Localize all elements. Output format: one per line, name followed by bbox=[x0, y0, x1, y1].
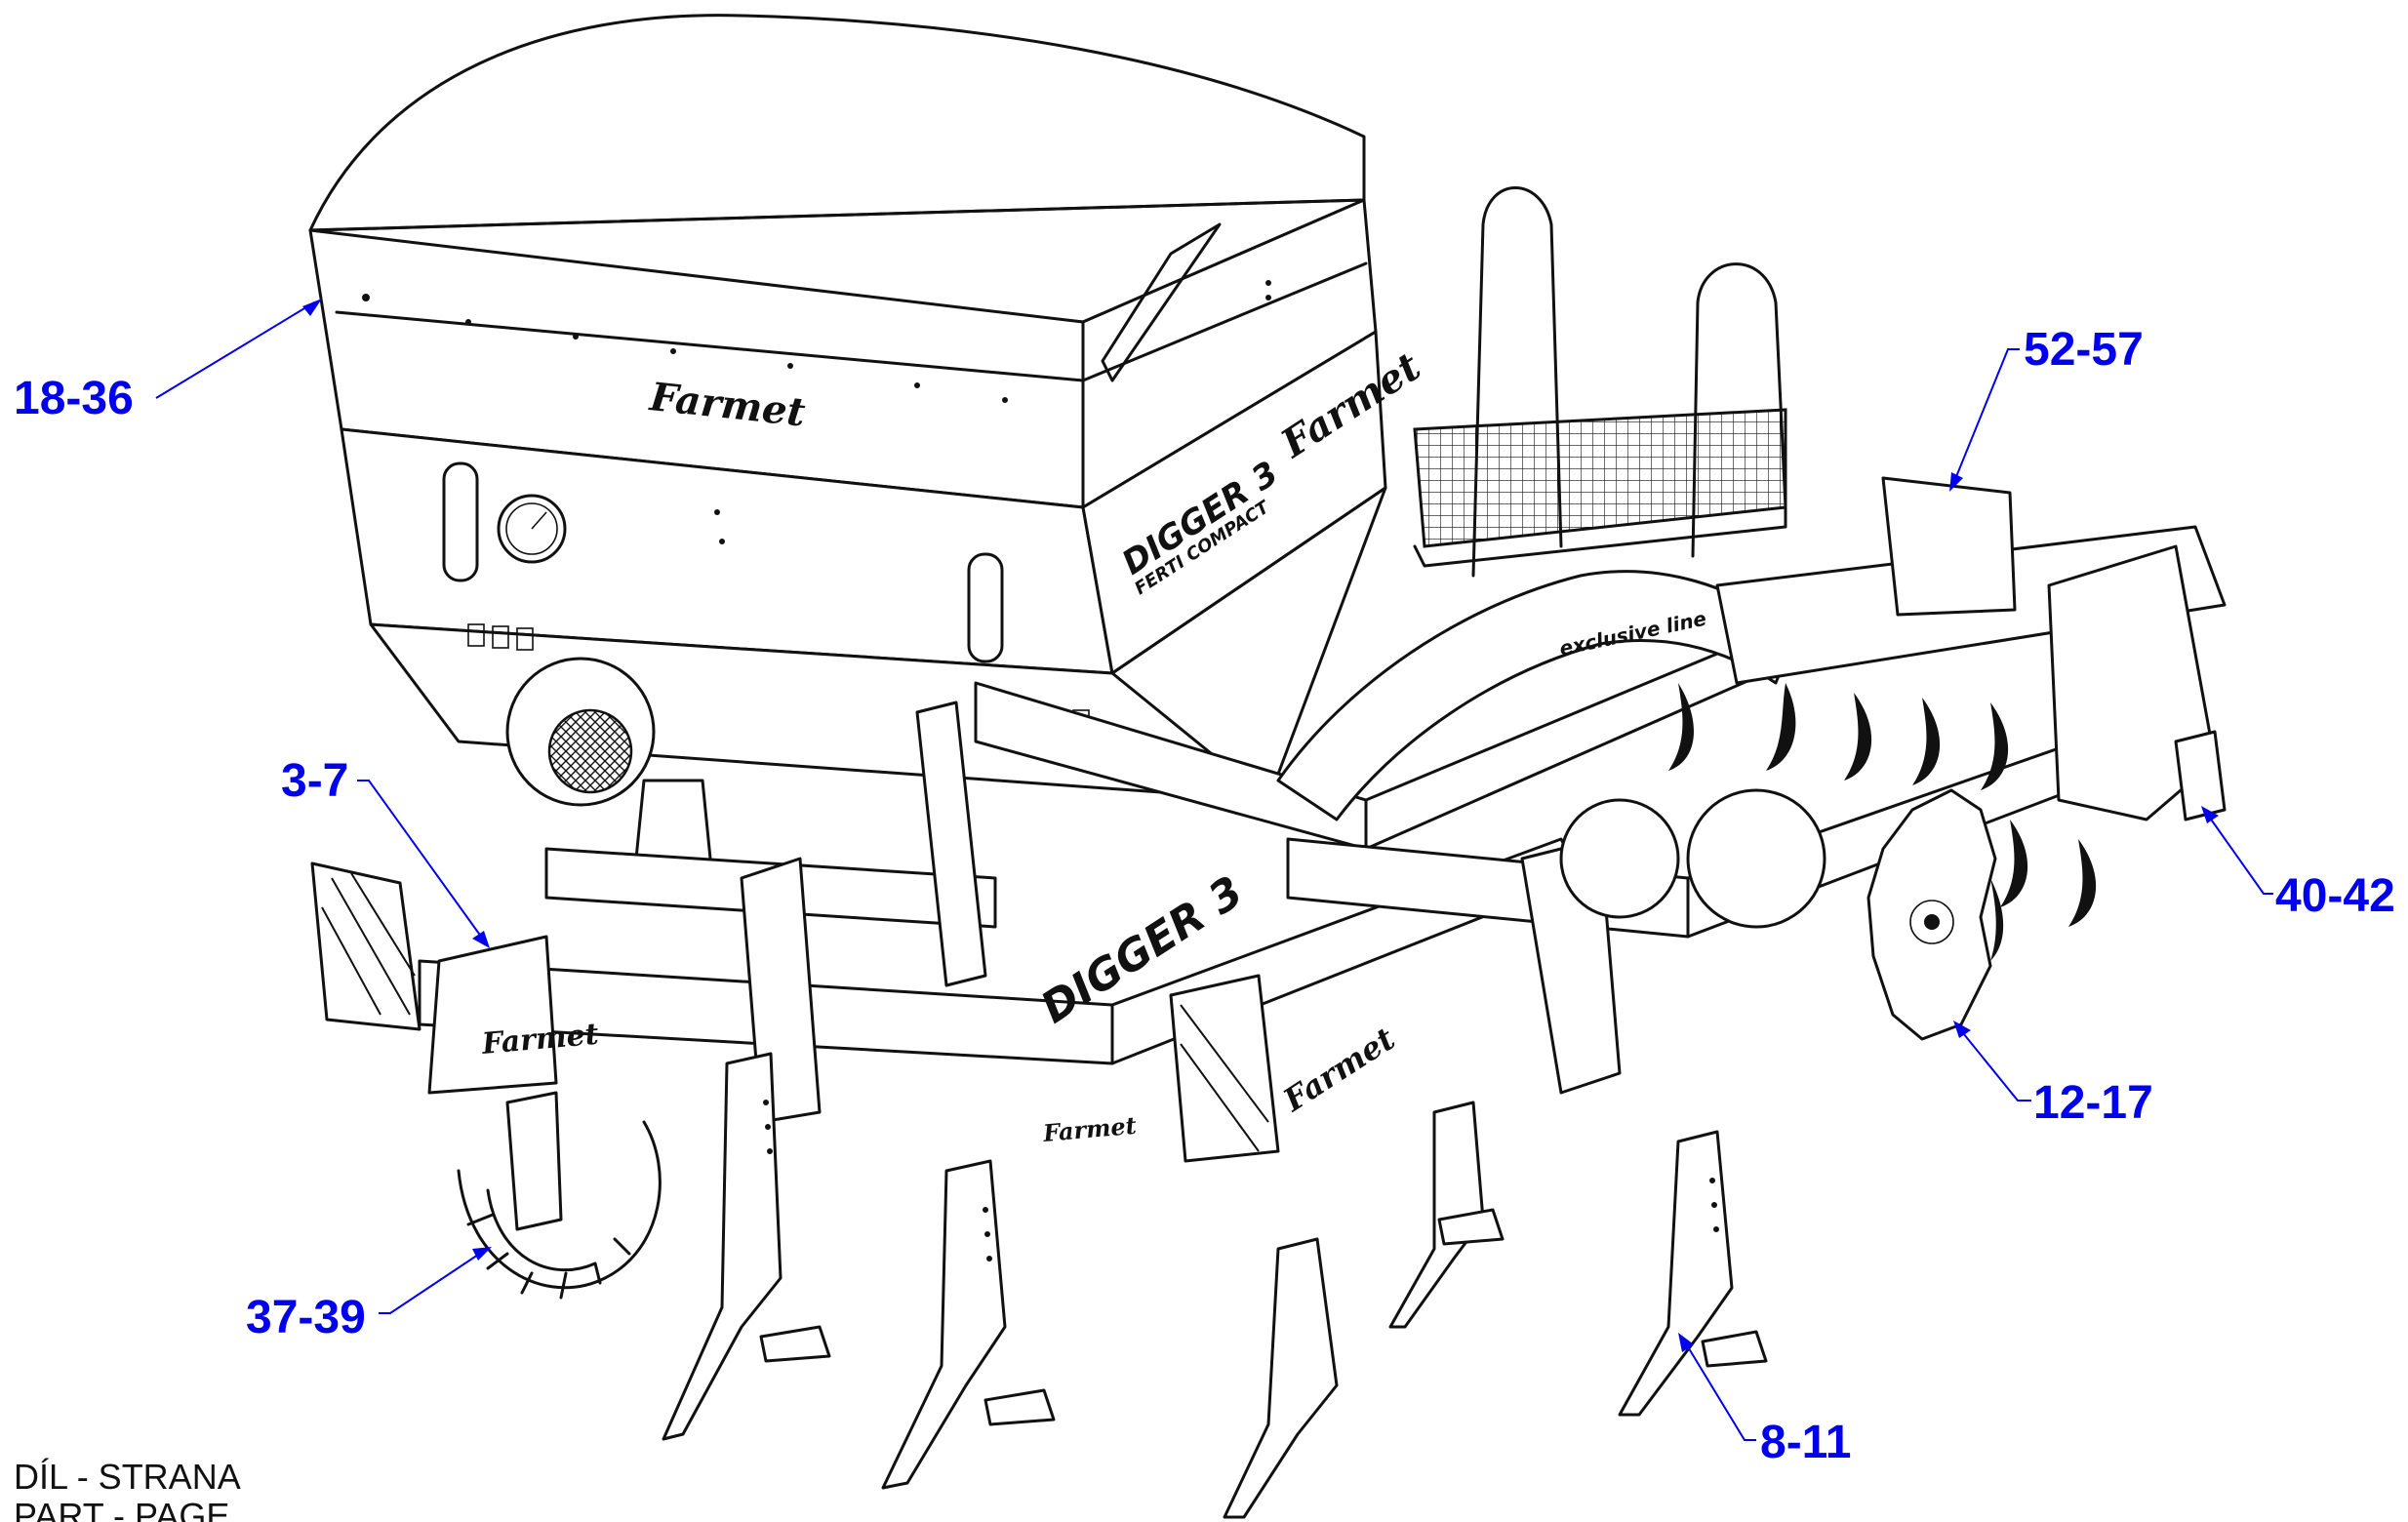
frame-logo-lower: Farmet bbox=[1041, 1111, 1138, 1147]
discs-illustration bbox=[1559, 788, 1997, 1041]
callout-depth-wheel-arrow bbox=[472, 1247, 492, 1261]
callout-depth-wheel-leader bbox=[379, 1250, 485, 1314]
callout-hopper-arrow bbox=[302, 299, 322, 316]
callout-rear-roller-label: 40-42 bbox=[2275, 870, 2395, 922]
callout-frame-leader bbox=[357, 780, 485, 941]
callout-hopper[interactable]: 18-36 bbox=[14, 299, 322, 424]
callout-tines-arrow bbox=[1678, 1333, 1694, 1352]
callout-discs-leader bbox=[1958, 1027, 2031, 1101]
callout-seed-hopper-guard-label: 52-57 bbox=[2024, 324, 2144, 376]
callout-hopper-label: 18-36 bbox=[14, 373, 134, 424]
callout-rear-roller[interactable]: 40-42 bbox=[2201, 806, 2395, 922]
callout-tines-label: 8-11 bbox=[1760, 1417, 1851, 1468]
callout-tines[interactable]: 8-11 bbox=[1678, 1333, 1851, 1468]
callout-frame-arrow bbox=[472, 931, 490, 948]
callout-hopper-leader bbox=[155, 301, 315, 399]
platform-illustration bbox=[1413, 186, 1787, 578]
callout-rear-roller-arrow bbox=[2201, 806, 2219, 823]
callout-rear-roller-leader bbox=[2206, 813, 2273, 895]
callout-frame-label: 3-7 bbox=[281, 755, 348, 807]
frame-logo-middle: Farmet bbox=[1276, 1020, 1402, 1119]
callout-seed-hopper-guard-leader bbox=[1952, 348, 2020, 485]
tines-illustration bbox=[662, 1052, 1768, 1519]
callout-discs[interactable]: 12-17 bbox=[1953, 1021, 2153, 1129]
callout-seed-hopper-guard[interactable]: 52-57 bbox=[1949, 324, 2144, 492]
hopper-illustration: Farmet Farmet DIGGER 3 FERTI COMPACT bbox=[308, 14, 1429, 802]
callout-depth-wheel[interactable]: 37-39 bbox=[246, 1247, 492, 1343]
footer-part-page-cz: DÍL - STRANA bbox=[14, 1457, 241, 1497]
callout-seed-hopper-guard-arrow bbox=[1949, 472, 1963, 492]
callout-depth-wheel-label: 37-39 bbox=[246, 1292, 366, 1343]
blower-illustration bbox=[505, 657, 714, 880]
depth-wheel-illustration bbox=[457, 1091, 662, 1300]
guard-plate-illustration bbox=[1881, 476, 2017, 617]
callout-discs-arrow bbox=[1953, 1021, 1971, 1038]
callout-frame[interactable]: 3-7 bbox=[281, 755, 490, 948]
footer-part-page-en: PART - PAGE bbox=[14, 1499, 230, 1522]
callout-tines-leader bbox=[1683, 1340, 1756, 1441]
callout-discs-label: 12-17 bbox=[2033, 1077, 2153, 1129]
